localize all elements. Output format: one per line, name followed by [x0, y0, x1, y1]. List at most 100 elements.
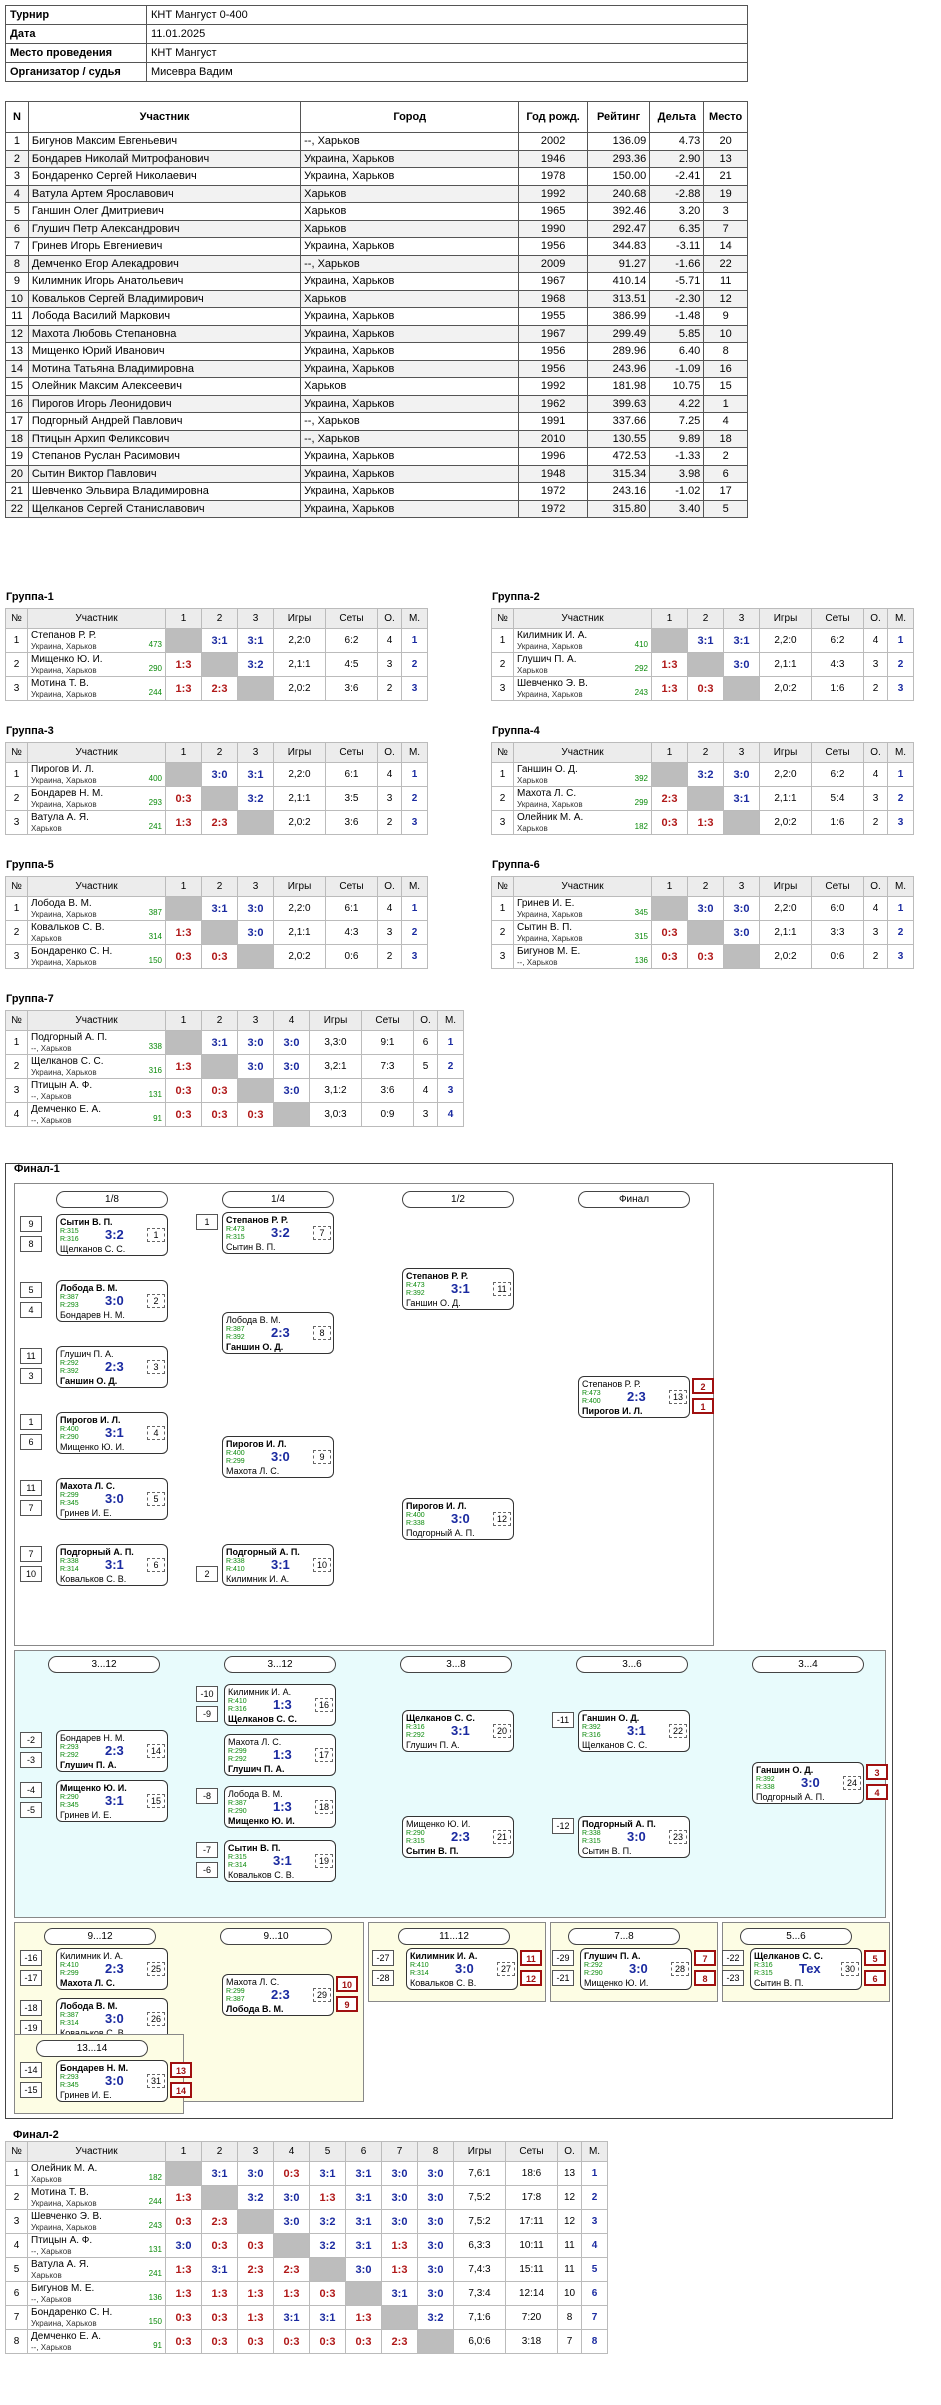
final2-player-rating: 91	[153, 2341, 162, 2350]
seed-box: -22	[722, 1950, 744, 1966]
group-self-cell	[651, 762, 688, 787]
seed-box: 12	[520, 1970, 542, 1986]
match-rating-2: R:299	[60, 1970, 79, 1977]
final2-player-name: Бигунов М. Е.	[31, 2282, 95, 2294]
player-cell: Подгорный Андрей Павлович	[27, 412, 302, 431]
final2-score: 0:3	[165, 2329, 202, 2354]
match-player-1: Килимник И. А.	[228, 1687, 292, 1697]
group-sets: 3:3	[811, 920, 864, 945]
round-label: 9...10	[220, 1928, 332, 1945]
match-number: 13	[669, 1390, 687, 1404]
player-cell: Глушич Петр Александрович	[27, 219, 302, 238]
group-points: 4	[377, 628, 402, 653]
group-self-cell	[165, 762, 202, 787]
group-games: 2,2:0	[759, 896, 812, 921]
match-score: 3:0	[105, 1491, 124, 1506]
match-number: 6	[147, 1558, 165, 1572]
match-score: 3:1	[451, 1723, 470, 1738]
player-cell: 289.96	[586, 342, 651, 361]
group-player-place: Харьков	[31, 823, 62, 833]
group-score: 3:1	[723, 786, 760, 811]
match-number: 27	[497, 1962, 515, 1976]
info-key: Дата	[5, 24, 147, 44]
group-player-name: Олейник М. А.	[517, 811, 584, 823]
player-cell: --, Харьков	[300, 254, 520, 273]
match-player-1: Щелканов С. С.	[754, 1951, 823, 1961]
match-player-2: Лобода В. М.	[226, 2004, 284, 2014]
player-cell: Украина, Харьков	[300, 237, 520, 256]
player-cell: 337.66	[586, 412, 651, 431]
round-label: 7...8	[568, 1928, 680, 1945]
match-rating-1: R:292	[60, 1360, 79, 1367]
group-row-num: 2	[491, 920, 514, 945]
player-cell: 10	[703, 324, 748, 343]
player-cell: 1962	[518, 394, 588, 413]
final2-place: 4	[581, 2233, 608, 2258]
player-cell: 8	[5, 254, 29, 273]
final2-score: 1:3	[165, 2257, 202, 2282]
match-rating-1: R:410	[60, 1962, 79, 1969]
group-points: 2	[863, 810, 888, 835]
group-games: 2,2:0	[273, 896, 326, 921]
final2-score: 0:3	[201, 2233, 238, 2258]
group-score: 3:1	[687, 628, 724, 653]
match-rating-2: R:316	[228, 1706, 247, 1713]
group-player-place: Украина, Харьков	[31, 799, 97, 809]
group-col-header: Игры	[759, 876, 812, 897]
group-row-num: 3	[5, 810, 28, 835]
match-number: 24	[843, 1776, 861, 1790]
final2-score: 2:3	[237, 2257, 274, 2282]
final2-place: 5	[581, 2257, 608, 2282]
final2-col-header: Сеты	[505, 2141, 558, 2162]
group-score: 3:0	[273, 1030, 310, 1055]
group-player-place: Харьков	[31, 933, 62, 943]
player-cell: 1965	[518, 202, 588, 221]
group-player-name: Пирогов И. Л.	[31, 763, 95, 775]
match-rating-2: R:315	[226, 1234, 245, 1241]
player-cell: 19	[5, 447, 29, 466]
seed-box: -23	[722, 1970, 744, 1986]
final2-col-header: М.	[581, 2141, 608, 2162]
players-col-header: Город	[300, 101, 520, 133]
seed-box: -2	[20, 1732, 42, 1748]
group-row-num: 4	[5, 1102, 28, 1127]
match-player-1: Подгорный А. П.	[226, 1547, 300, 1557]
players-col-header: Рейтинг	[586, 101, 651, 133]
match-player-1: Степанов Р. Р.	[582, 1379, 641, 1389]
group-score: 3:1	[201, 896, 238, 921]
final2-sets: 18:6	[505, 2161, 558, 2186]
group-row-num: 1	[5, 1030, 28, 1055]
group-col-header: 3	[237, 1010, 274, 1031]
group-games: 2,0:2	[273, 810, 326, 835]
group-player-place: --, Харьков	[31, 1115, 72, 1125]
group-player-rating: 293	[148, 798, 162, 807]
group-score: 0:3	[165, 944, 202, 969]
match-player-1: Степанов Р. Р.	[406, 1271, 469, 1281]
final2-col-header: 5	[309, 2141, 346, 2162]
player-cell: 1972	[518, 482, 588, 501]
group-place: 3	[401, 944, 428, 969]
match-rating-1: R:293	[60, 1744, 79, 1751]
match-rating-2: R:314	[60, 2020, 79, 2027]
group-place: 1	[887, 762, 914, 787]
player-cell: 344.83	[586, 237, 651, 256]
group-player-place: Украина, Харьков	[31, 1067, 97, 1077]
group-row-num: 3	[491, 810, 514, 835]
group-score: 1:3	[165, 652, 202, 677]
player-cell: 130.55	[586, 429, 651, 448]
